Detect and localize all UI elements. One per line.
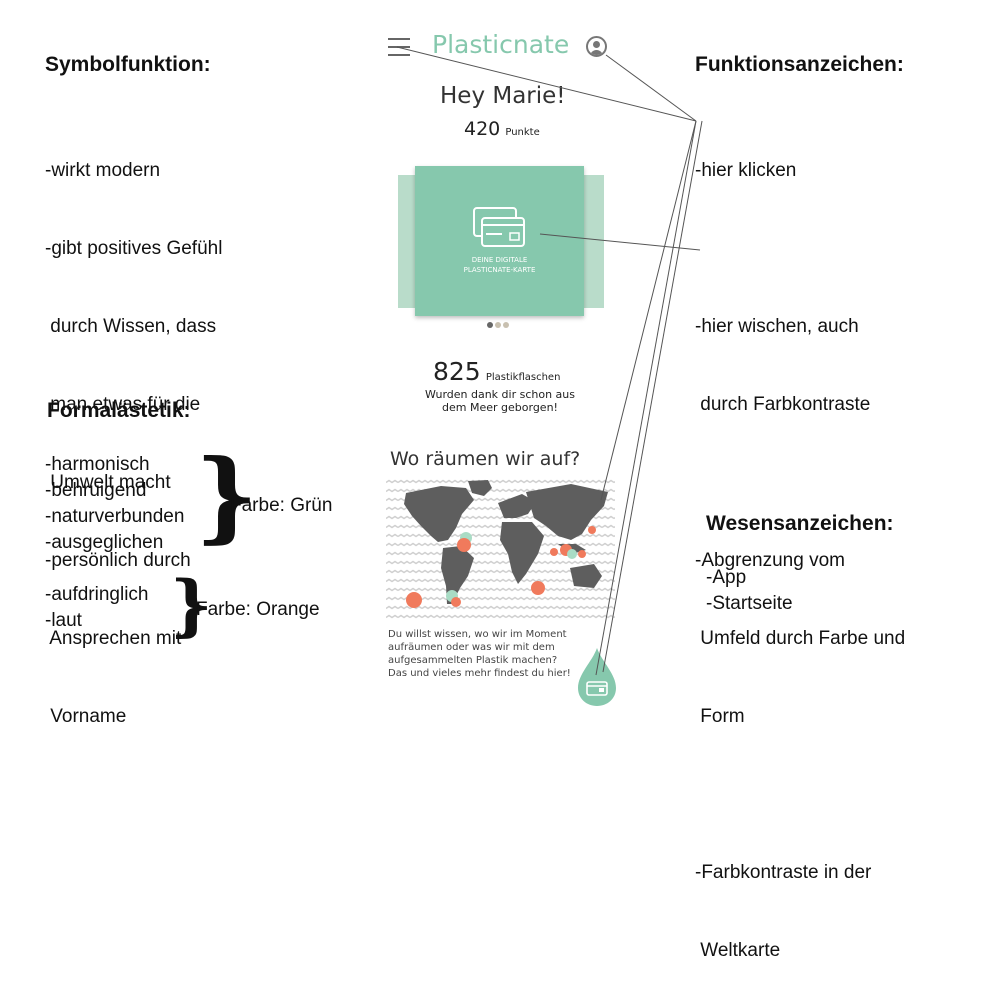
symbol-line: -gibt positives Gefühl: [45, 238, 223, 259]
funktion-line: [695, 782, 905, 808]
card-text-line: PLASTICNATE-KARTE: [463, 266, 536, 274]
symbol-line: Umwelt macht: [45, 472, 171, 493]
wallet-icon: [586, 681, 608, 696]
funktion-line: -hier wischen, auch: [695, 316, 859, 337]
bottles-label: Plastikflaschen: [485, 372, 561, 383]
curly-brace-green: }: [195, 439, 259, 554]
funktion-line: -Abgrenzung vom: [695, 550, 845, 571]
credit-card-icon: [473, 207, 525, 247]
bottles-subtitle: Wurden dank dir schon aus dem Meer gebor…: [400, 388, 600, 414]
cleanup-marker[interactable]: [406, 592, 422, 608]
symbol-line: man etwas für die: [45, 394, 201, 415]
funktion-line: Form: [695, 706, 745, 727]
user-profile-icon[interactable]: [586, 36, 607, 57]
points-label: Punkte: [505, 127, 540, 138]
formal-line: -harmonisch: [45, 454, 150, 475]
carousel-dots[interactable]: [487, 322, 513, 328]
greenland: [468, 480, 492, 496]
bottles-value: 825: [433, 357, 481, 386]
wesensanzeichen-heading: Wesensanzeichen:: [706, 512, 894, 535]
cleanup-marker[interactable]: [457, 538, 471, 552]
cleanup-marker[interactable]: [550, 548, 558, 556]
cleanup-marker[interactable]: [567, 549, 577, 559]
europe: [498, 494, 536, 518]
symbol-line: durch Wissen, dass: [45, 316, 217, 337]
points-value: 420: [464, 118, 501, 140]
info-line: Du willst wissen, wo wir im Moment: [388, 629, 567, 640]
symbolfunktion-heading: Symbolfunktion:: [45, 53, 211, 76]
africa: [500, 522, 544, 584]
connector-profile: [605, 54, 697, 122]
funktion-list: -hier klicken -hier wischen, auch durch …: [695, 106, 905, 990]
funktion-line: Umfeld durch Farbe und: [695, 628, 906, 649]
info-line: aufräumen oder was wir mit dem: [388, 642, 555, 653]
curly-brace-orange: }: [170, 566, 213, 644]
greeting: Hey Marie!: [440, 83, 566, 109]
funktion-line: [695, 236, 905, 262]
carousel-dot-active[interactable]: [487, 322, 493, 328]
north-america: [404, 486, 474, 542]
points-display: 420 Punkte: [464, 118, 540, 140]
australia: [570, 564, 602, 588]
funktion-line: -hier klicken: [695, 160, 797, 181]
formal-green-list: -harmonisch -behruigend -naturverbunden …: [45, 452, 184, 556]
symbolfunktion-list: -wirkt modern -gibt positives Gefühl dur…: [45, 106, 222, 756]
formalaestetik-heading: Formalästetik:: [47, 399, 191, 422]
app-brand-title: Plasticnate: [432, 30, 570, 59]
symbol-line: Ansprechen mit: [45, 628, 182, 649]
formal-line: -ausgeglichen: [45, 532, 164, 553]
funktion-line: [695, 470, 905, 496]
world-map[interactable]: [386, 478, 615, 619]
carousel-dot[interactable]: [495, 322, 501, 328]
cleanup-marker[interactable]: [531, 581, 545, 595]
info-text: Du willst wissen, wo wir im Moment aufrä…: [388, 628, 588, 680]
hamburger-menu-icon[interactable]: [388, 38, 410, 56]
info-line: Das und vieles mehr findest du hier!: [388, 668, 571, 679]
formal-line: -behruigend: [45, 480, 147, 501]
digital-card[interactable]: DEINE DIGITALE PLASTICNATE-KARTE: [415, 166, 584, 316]
info-line: aufgesammelten Plastik machen?: [388, 655, 558, 666]
droplet-card-button[interactable]: [576, 646, 618, 708]
map-title: Wo räumen wir auf?: [390, 448, 581, 470]
asia: [526, 484, 608, 540]
funktion-line: Weltkarte: [695, 940, 781, 961]
wesen-list: -App -Startseite: [706, 565, 793, 617]
card-text-line: DEINE DIGITALE: [471, 256, 528, 264]
funktionsanzeichen-heading: Funktionsanzeichen:: [695, 53, 904, 76]
cleanup-marker[interactable]: [451, 597, 461, 607]
symbol-line: Vorname: [45, 706, 127, 727]
wesen-line: -Startseite: [706, 593, 793, 614]
formal-orange-list: -aufdringlich -laut: [45, 582, 149, 634]
bottles-counter: 825 Plastikflaschen: [433, 357, 560, 386]
south-america: [441, 546, 474, 604]
cleanup-marker[interactable]: [578, 550, 586, 558]
bottles-subtitle-line: Wurden dank dir schon aus: [424, 388, 575, 401]
funktion-line: -Farbkontraste in der: [695, 862, 872, 883]
cleanup-marker[interactable]: [588, 526, 596, 534]
symbol-line: -persönlich durch: [45, 550, 191, 571]
connector-droplet-b: [602, 120, 703, 673]
formal-line: -naturverbunden: [45, 506, 185, 527]
symbol-line: -wirkt modern: [45, 160, 161, 181]
farbe-gruen-label: Farbe: Grün: [230, 495, 333, 516]
cleanup-markers[interactable]: [406, 526, 596, 608]
formal-line: -aufdringlich: [45, 584, 149, 605]
farbe-orange-label: Farbe: Orange: [196, 599, 320, 620]
formal-line: -laut: [45, 610, 82, 631]
connector-map-marker: [600, 120, 697, 501]
bottles-subtitle-line: dem Meer geborgen!: [442, 401, 558, 414]
card-text: DEINE DIGITALE PLASTICNATE-KARTE: [415, 255, 584, 275]
continents: [404, 480, 608, 604]
wesen-line: -App: [706, 567, 747, 588]
carousel-dot[interactable]: [503, 322, 509, 328]
funktion-line: durch Farbkontraste: [695, 394, 871, 415]
